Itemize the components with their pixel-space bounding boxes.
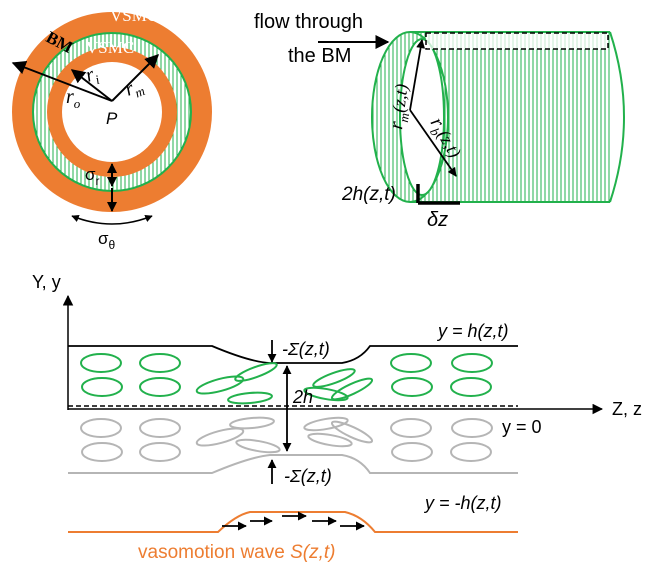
wave-direction-arrows bbox=[222, 511, 365, 531]
flow-label-line1: flow through bbox=[254, 11, 363, 33]
cell bbox=[391, 377, 433, 397]
cell bbox=[229, 416, 275, 430]
rm-arrow bbox=[111, 54, 159, 102]
delta-z-label: δz bbox=[427, 209, 448, 231]
rm-cyl-sub: m bbox=[396, 112, 412, 123]
rm-cyl-arg: (z,t) bbox=[388, 83, 412, 114]
bottom-wall bbox=[68, 454, 518, 474]
cell bbox=[330, 420, 374, 444]
rm-cyl-label: rm(z,t) bbox=[385, 83, 415, 131]
cell bbox=[139, 442, 181, 462]
vsmc-inner-label: VSMC bbox=[86, 38, 134, 57]
rm-cyl-arrow bbox=[409, 39, 426, 111]
cell bbox=[312, 368, 356, 388]
sigma-theta-sub: θ bbox=[109, 238, 116, 252]
cell bbox=[391, 442, 433, 462]
cell bbox=[450, 377, 492, 397]
cell bbox=[303, 386, 349, 402]
cell bbox=[235, 438, 281, 454]
cell bbox=[195, 427, 245, 447]
top-wall-label: y = h(z,t) bbox=[436, 321, 509, 341]
ro-base: r bbox=[66, 86, 74, 108]
cell bbox=[307, 432, 353, 448]
sigma-r-label: σr bbox=[85, 165, 100, 188]
wave-label-prefix: vasomotion wave bbox=[138, 542, 290, 563]
cylinder-panel: flow through the BM rm(z,t) rb(z,t) 2h(z… bbox=[254, 11, 625, 231]
cell bbox=[450, 442, 492, 462]
cell bbox=[80, 418, 122, 438]
rm-cyl-base: r bbox=[385, 120, 408, 131]
sigma-theta-arrow bbox=[71, 215, 153, 225]
cylinder-inner-ellipse bbox=[399, 38, 445, 196]
cell bbox=[330, 377, 374, 401]
ri-arrow bbox=[70, 69, 113, 102]
half-width-label: 2h bbox=[292, 387, 313, 407]
centerline-label: y = 0 bbox=[502, 417, 542, 437]
ro-sub: o bbox=[74, 96, 81, 111]
vsmc-outer-label: VSMC bbox=[110, 6, 158, 25]
cell bbox=[139, 418, 181, 438]
top-wall bbox=[68, 345, 518, 364]
cell bbox=[139, 353, 181, 373]
vasomotion-wave-label: vasomotion wave S(z,t) bbox=[138, 542, 335, 563]
cell bbox=[81, 442, 123, 462]
sigma-top-label: -Σ(z,t) bbox=[282, 339, 330, 359]
cell bbox=[234, 362, 278, 382]
wave-label-symbol: S(z,t) bbox=[290, 542, 335, 563]
vasomotion-wave-line bbox=[68, 511, 518, 533]
sigma-theta-base: σ bbox=[98, 229, 109, 248]
sigma-r-sub: r bbox=[96, 174, 100, 188]
cell bbox=[139, 377, 181, 397]
bottom-wall-label: y = -h(z,t) bbox=[423, 493, 502, 513]
sigma-bottom-label: -Σ(z,t) bbox=[284, 466, 332, 486]
cell bbox=[227, 391, 273, 405]
ro-label: ro bbox=[66, 86, 81, 111]
sigma-r-base: σ bbox=[85, 165, 96, 184]
upper-cell-layer bbox=[80, 353, 493, 405]
cross-section-panel: VSMC VSMC BM ri ro rm P σr σθ bbox=[11, 6, 212, 252]
z-axis-label: Z, z bbox=[612, 399, 642, 419]
lumen bbox=[62, 62, 162, 162]
flow-label-line2: the BM bbox=[288, 45, 351, 67]
lower-cell-layer bbox=[80, 416, 493, 462]
cell bbox=[451, 418, 493, 438]
ro-arrow bbox=[11, 60, 113, 102]
cell bbox=[303, 416, 349, 432]
cell bbox=[451, 353, 493, 373]
cell bbox=[81, 377, 123, 397]
cell bbox=[390, 353, 432, 373]
channel-panel: Y, y Z, z bbox=[32, 272, 642, 563]
flow-channel-dashed bbox=[425, 32, 609, 50]
cylinder-far-end bbox=[609, 31, 625, 203]
point-p-label: P bbox=[106, 109, 118, 128]
cell bbox=[195, 375, 245, 395]
y-axis-label: Y, y bbox=[32, 272, 61, 292]
cell bbox=[390, 418, 432, 438]
cell bbox=[80, 353, 122, 373]
thickness-label: 2h(z,t) bbox=[341, 184, 396, 205]
ri-sub: i bbox=[93, 72, 101, 88]
sigma-theta-label: σθ bbox=[98, 229, 116, 252]
rb-cyl-arrow bbox=[409, 109, 457, 177]
